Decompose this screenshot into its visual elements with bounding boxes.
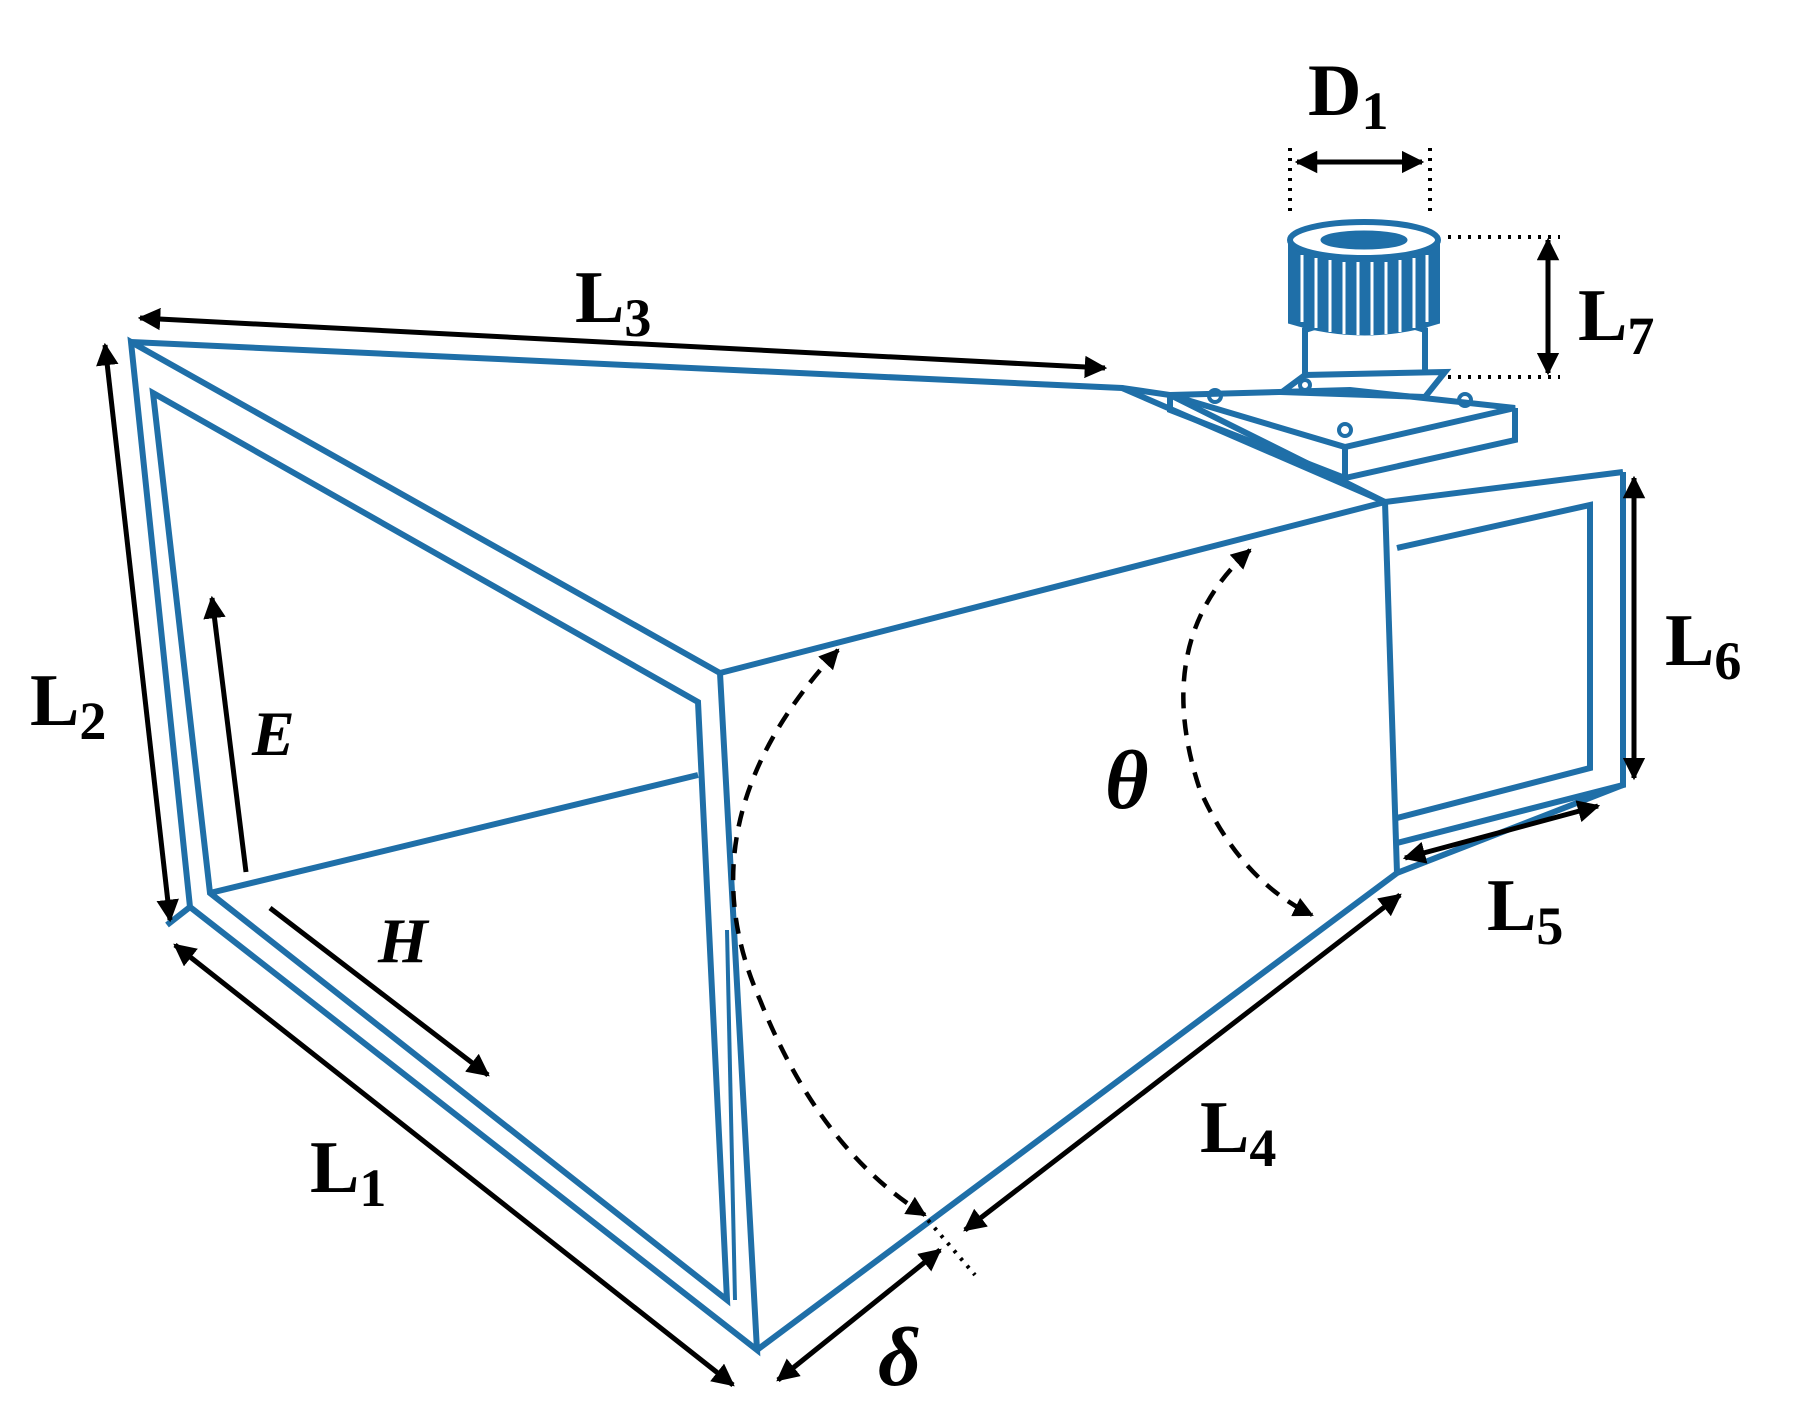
aperture-outer-rim	[127, 336, 761, 1357]
label-D1: D1	[1308, 50, 1388, 141]
label-L3: L3	[575, 257, 651, 348]
connector-flange-left	[1167, 395, 1347, 481]
aperture-inner-rim	[149, 387, 731, 1307]
e-field-arrow	[203, 595, 249, 873]
angle-arcs	[730, 548, 1314, 1217]
right-flare-edge	[1382, 501, 1400, 874]
screw-icon	[1207, 388, 1223, 404]
inner-floor-edge	[209, 772, 699, 896]
label-delta: δ	[878, 1311, 921, 1404]
dim-arrow-L1	[173, 943, 735, 1387]
connector-pin-hole	[1320, 230, 1408, 250]
label-theta: θ	[1105, 734, 1149, 827]
waveguide-inner	[1396, 501, 1593, 821]
label-E: E	[251, 698, 295, 769]
label-H: H	[377, 905, 430, 976]
knurl-lines	[1300, 255, 1429, 335]
dim-arrow-delta	[776, 1248, 942, 1382]
label-L7: L7	[1578, 275, 1654, 366]
angle-arc-left	[730, 648, 927, 1217]
bottom-flare-edge	[755, 870, 1399, 1353]
front-edge-double	[725, 929, 737, 1301]
labels: L3 L2 L1 L4 L5 L6 L7 D1 E H θ δ	[30, 50, 1741, 1404]
screw-icon	[1298, 378, 1312, 392]
coax-connector	[1273, 219, 1452, 401]
screw-icon	[1337, 422, 1353, 438]
angle-arc-theta	[1181, 548, 1314, 918]
dim-arrow-L5	[1402, 800, 1601, 864]
dimension-lines	[96, 148, 1646, 1387]
waveguide-top-right	[1384, 469, 1624, 505]
label-L5: L5	[1487, 865, 1563, 956]
dim-arrow-L4	[963, 893, 1402, 1232]
dim-arrow-L2	[96, 342, 179, 923]
label-L4: L4	[1200, 1087, 1276, 1178]
label-L1: L1	[310, 1127, 386, 1218]
connector-flange-side	[1342, 408, 1518, 482]
upper-flare-edge	[719, 499, 1386, 676]
h-field-arrow	[268, 906, 490, 1077]
label-L2: L2	[30, 660, 106, 751]
connector-base	[1273, 368, 1452, 401]
label-L6: L6	[1665, 600, 1741, 691]
screw-icon	[1457, 392, 1473, 408]
dim-arrow-L3	[137, 307, 1108, 379]
